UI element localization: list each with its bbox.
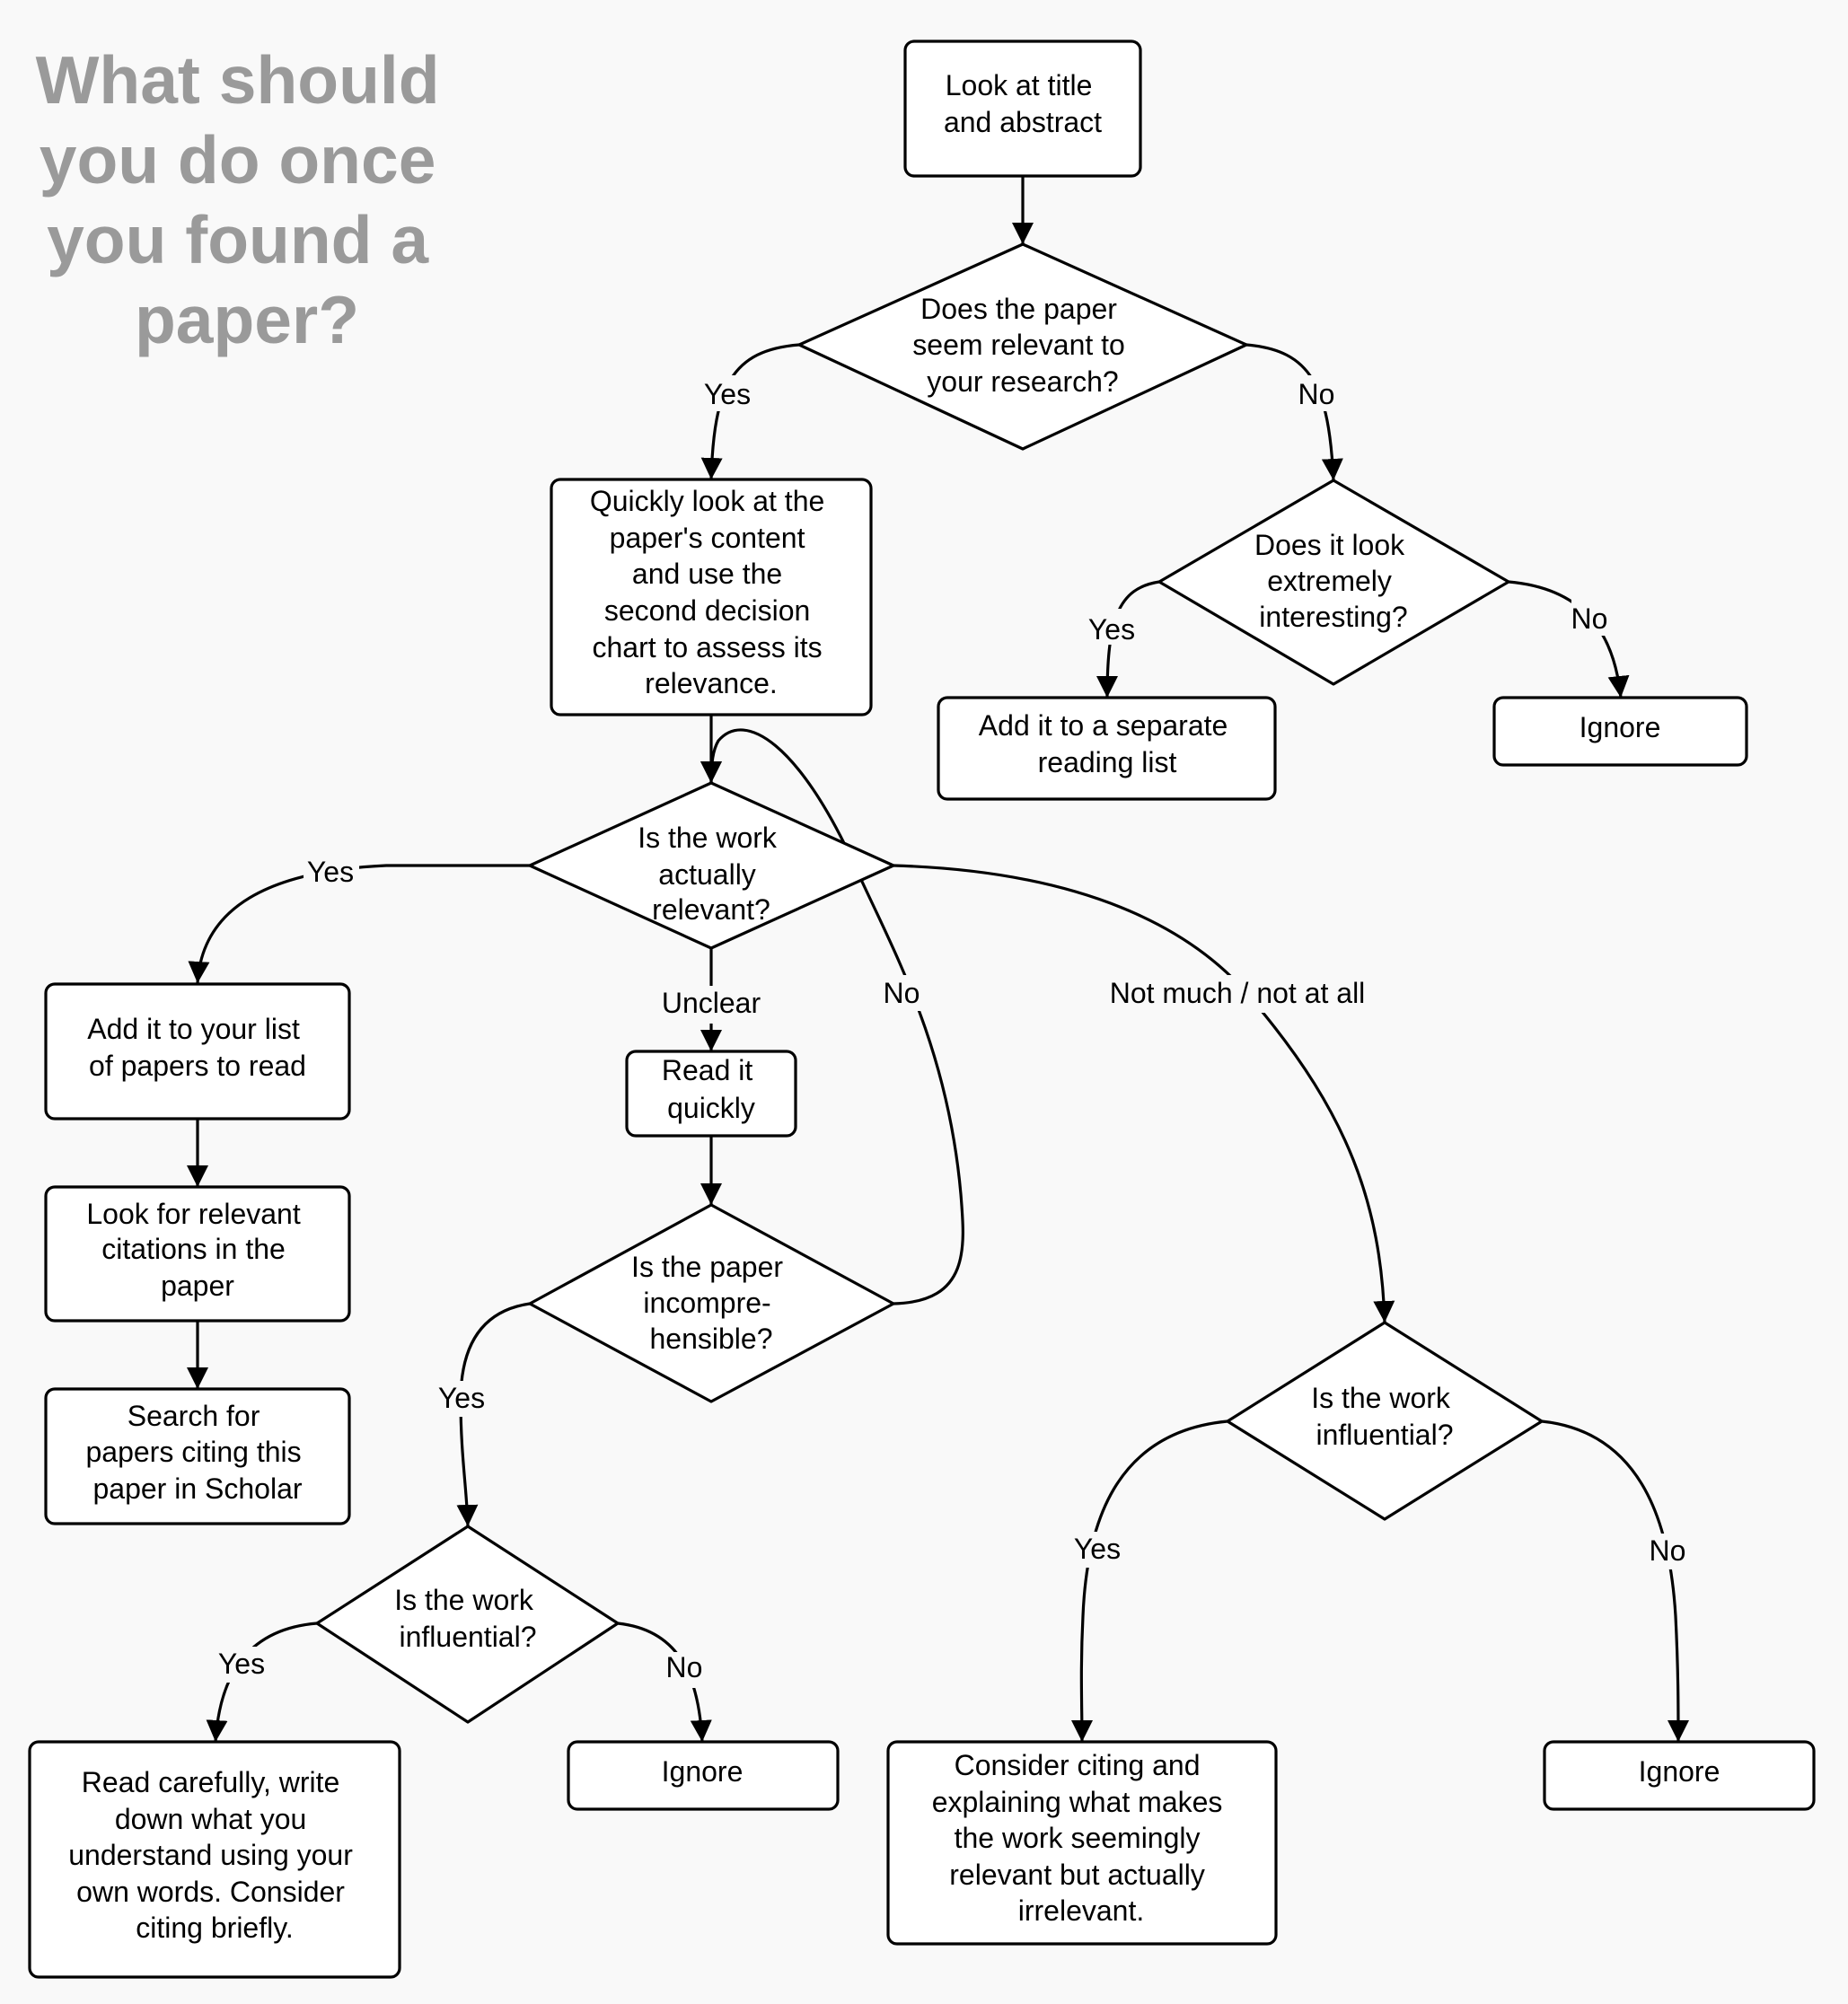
decision-extremely-interesting: Does it look extremely interesting? — [1157, 479, 1510, 686]
node-ignore-right: Ignore — [1543, 1740, 1816, 1811]
svg-text:Quickly look at the pa: Quickly look at the paper's content and … — [590, 485, 832, 699]
svg-text:Add it to a separate r: Add it to a separate reading list — [979, 709, 1236, 778]
title-line: you found a — [47, 202, 429, 277]
node-separate-reading-list: Add it to a separate reading list — [937, 696, 1277, 801]
node-read-quickly: Read it quickly — [625, 1050, 797, 1138]
edge-label-not-much: Not much / not at all — [1110, 977, 1366, 1009]
node-add-to-reading-list: Add it to your list of papers to read — [44, 982, 351, 1121]
svg-text:Look for relevant cita: Look for relevant citations in the paper — [86, 1198, 308, 1302]
decision-influential-left: Is the work influential? — [315, 1525, 620, 1724]
edge-label-yes: Yes — [1074, 1533, 1121, 1565]
edge-label-yes: Yes — [218, 1648, 265, 1680]
svg-text:Is the work influentia: Is the work influential? — [1311, 1382, 1458, 1451]
svg-text:Ignore: Ignore — [1639, 1755, 1720, 1788]
title-line: paper? — [135, 282, 359, 357]
edge-q3-not-much: Not much / not at all — [893, 864, 1395, 1323]
svg-text:Is the work actually: Is the work actually relevant? — [638, 822, 785, 926]
edge-label-no: No — [1650, 1534, 1686, 1567]
svg-text:Does the paper seem re: Does the paper seem relevant to your res… — [912, 293, 1132, 398]
node-consider-citing: Consider citing and explaining what make… — [886, 1740, 1278, 1946]
decision-relevant-to-research: Does the paper seem relevant to your res… — [797, 242, 1248, 451]
edge-q6-yes: Yes — [1069, 1420, 1228, 1743]
diagram-title: What should you do once you found a pape… — [36, 42, 459, 357]
node-ignore-mid: Ignore — [567, 1740, 840, 1811]
edge-label-yes: Yes — [704, 378, 751, 410]
node-quick-look: Quickly look at the paper's content and … — [550, 478, 873, 716]
edge-q2-no: No — [1508, 580, 1630, 699]
node-read-carefully: Read carefully, write down what you unde… — [28, 1740, 401, 1979]
svg-text:Is the work influentia: Is the work influential? — [394, 1584, 541, 1653]
decision-influential-right: Is the work influential? — [1226, 1321, 1544, 1521]
svg-text:Read carefully, write: Read carefully, write down what you unde… — [68, 1766, 361, 1944]
edge-label-no: No — [884, 977, 920, 1009]
edge-q1-no: No — [1245, 343, 1343, 481]
edge-q2-yes: Yes — [1085, 580, 1160, 699]
edge-q3-yes: Yes — [188, 853, 530, 984]
edge-q3-unclear: Unclear — [656, 948, 767, 1051]
svg-text:Add it to your list of: Add it to your list of papers to read — [87, 1013, 307, 1082]
edge-label-no: No — [666, 1651, 703, 1683]
edge-q5-no: No — [617, 1622, 712, 1743]
edge-q5-yes: Yes — [206, 1622, 318, 1743]
edge-label-yes: Yes — [438, 1382, 485, 1414]
svg-text:Is the paper incompre-: Is the paper incompre- hensible? — [631, 1251, 791, 1355]
decision-incomprehensible: Is the paper incompre- hensible? — [528, 1203, 895, 1403]
edge-label-unclear: Unclear — [662, 987, 761, 1019]
title-line: you do once — [40, 122, 436, 198]
edge-q4-yes: Yes — [435, 1302, 531, 1527]
title-line: What should — [36, 42, 440, 118]
node-search-citing-papers: Search for papers citing this paper in S… — [44, 1387, 351, 1525]
node-ignore-top: Ignore — [1492, 696, 1748, 767]
svg-text:Search for papers citi: Search for papers citing this paper in S… — [85, 1400, 309, 1505]
edge-q1-yes: Yes — [699, 343, 800, 480]
svg-text:Ignore: Ignore — [662, 1755, 744, 1788]
node-start: Look at title and abstract — [903, 40, 1142, 178]
edge-label-no: No — [1298, 378, 1335, 410]
edge-q4-no-loop: No — [700, 728, 964, 1305]
svg-text:Does it look extremely: Does it look extremely interesting? — [1254, 529, 1412, 633]
edge-label-yes: Yes — [307, 856, 354, 888]
svg-text:Look at title and abst: Look at title and abstract — [944, 69, 1102, 138]
svg-text:Read it quickly: Read it quickly — [662, 1054, 761, 1124]
svg-text:Consider citing and ex: Consider citing and explaining what make… — [932, 1749, 1231, 1927]
edge-label-no: No — [1571, 602, 1608, 635]
node-look-for-citations: Look for relevant citations in the paper — [44, 1185, 351, 1323]
edge-label-yes: Yes — [1088, 613, 1135, 646]
svg-text:Ignore: Ignore — [1580, 711, 1661, 743]
edge-q6-no: No — [1541, 1420, 1691, 1743]
decision-actually-relevant: Is the work actually relevant? — [528, 781, 895, 950]
